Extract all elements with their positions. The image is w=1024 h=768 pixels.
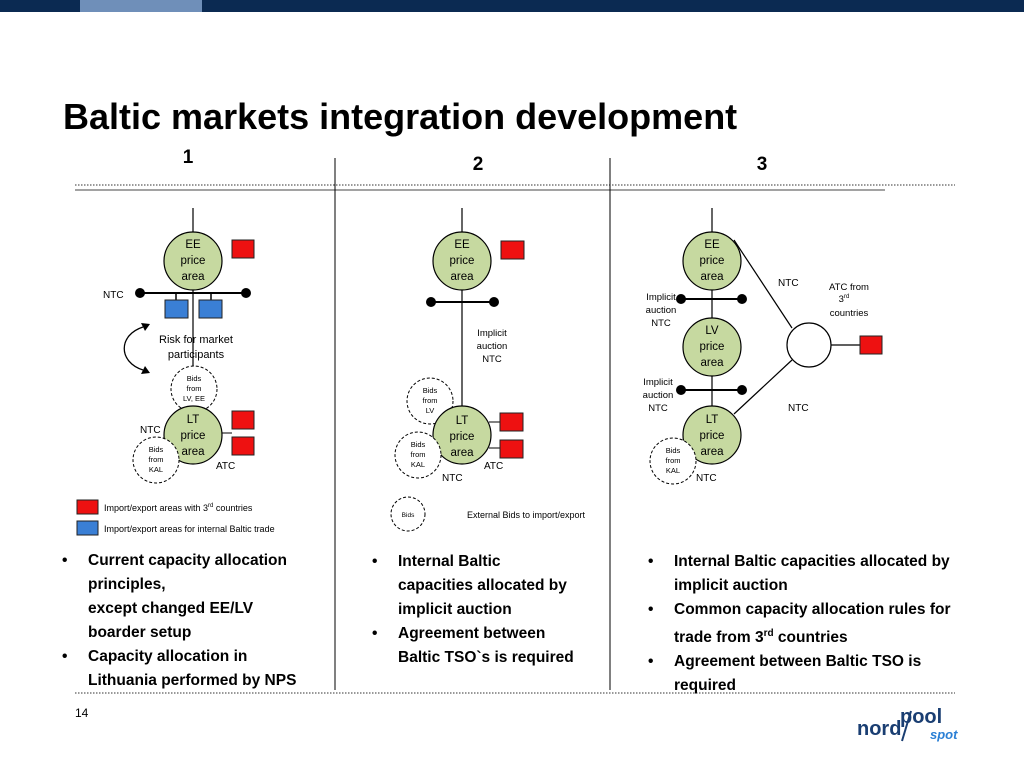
svg-text:ATC from: ATC from xyxy=(829,282,869,293)
ee-price-area-node xyxy=(432,231,492,291)
import-export-third-box xyxy=(499,439,524,459)
nordpool-spot-logo: nord pool spot xyxy=(857,706,958,742)
lt-price-area-node xyxy=(682,405,742,465)
column-number-3: 3 xyxy=(756,154,768,175)
bullet-item: • Internal Baltic capacities allocated b… xyxy=(372,553,567,618)
scenario3-bullets: • Internal Baltic capacities allocated b… xyxy=(644,550,1022,698)
page-number: 14 xyxy=(75,706,89,720)
svg-text:countries: countries xyxy=(830,308,869,319)
import-export-third-box xyxy=(499,412,524,432)
ee-price-area-node xyxy=(163,231,223,291)
ntc-label: NTC xyxy=(696,473,717,484)
top-bar xyxy=(0,0,1024,12)
bullet-item: • Common capacity allocation rules for t… xyxy=(648,601,951,647)
risk-arrow xyxy=(123,326,144,371)
legend-red-swatch xyxy=(76,499,99,515)
import-export-third-box xyxy=(231,410,255,430)
bids-circle xyxy=(649,437,697,485)
ntc-node xyxy=(135,288,145,298)
bids-circle xyxy=(406,377,454,425)
bids-circle xyxy=(394,431,442,479)
legend-blue-swatch xyxy=(76,520,99,536)
bullet-item: • Agreement between Baltic TSO`s is requ… xyxy=(372,625,574,666)
ntc-label: NTC xyxy=(778,278,799,289)
lt-price-area-node xyxy=(163,405,223,465)
ee-price-area-node xyxy=(682,231,742,291)
legend-text: Import/export areas with 3rd countries xyxy=(104,503,253,513)
svg-text:3rd: 3rd xyxy=(839,294,850,305)
svg-text:Bids: Bids xyxy=(402,512,415,519)
area-label: price xyxy=(181,255,206,267)
import-export-third-box xyxy=(231,239,255,259)
legend-text: Import/export areas for internal Baltic … xyxy=(104,524,275,534)
lt-price-area-node xyxy=(432,405,492,465)
import-export-third-box xyxy=(859,335,883,355)
ntc-label: NTC xyxy=(103,290,124,301)
page-title: Baltic markets integration development xyxy=(63,96,738,137)
bullet-item: • Capacity allocation in Lithuania perfo… xyxy=(62,648,297,689)
atc-label: ATC xyxy=(216,461,235,472)
internal-baltic-box xyxy=(198,299,223,319)
scenario1-bullets: • Current capacity allocation principles… xyxy=(58,549,333,693)
external-bids-label: External Bids to import/export xyxy=(467,510,586,520)
atc-label: ATC xyxy=(484,461,503,472)
bullet-item: • Current capacity allocation principles… xyxy=(62,552,287,641)
ntc-node xyxy=(241,288,251,298)
ntc-label: NTC xyxy=(140,425,161,436)
bids-circle xyxy=(132,436,180,484)
top-bar-tab xyxy=(80,0,202,12)
column-number-1: 1 xyxy=(182,147,194,168)
area-label: EE xyxy=(185,239,201,251)
scenario2-bullets: • Internal Baltic capacities allocated b… xyxy=(368,550,608,670)
ntc-label: NTC xyxy=(442,473,463,484)
lv-price-area-node xyxy=(682,317,742,377)
column-number-2: 2 xyxy=(472,154,484,175)
ntc-label: NTC xyxy=(788,403,809,414)
svg-text:nord: nord xyxy=(857,718,901,740)
import-export-third-box xyxy=(231,436,255,456)
internal-baltic-box xyxy=(164,299,189,319)
bullet-item: • Internal Baltic capacities allocated b… xyxy=(648,553,950,594)
svg-text:spot: spot xyxy=(930,727,958,742)
bullet-item: • Agreement between Baltic TSO is requir… xyxy=(648,653,922,695)
area-label: area xyxy=(181,271,205,283)
third-countries-hub xyxy=(786,322,832,368)
bids-legend-circle xyxy=(390,496,426,532)
import-export-third-box xyxy=(500,240,525,260)
